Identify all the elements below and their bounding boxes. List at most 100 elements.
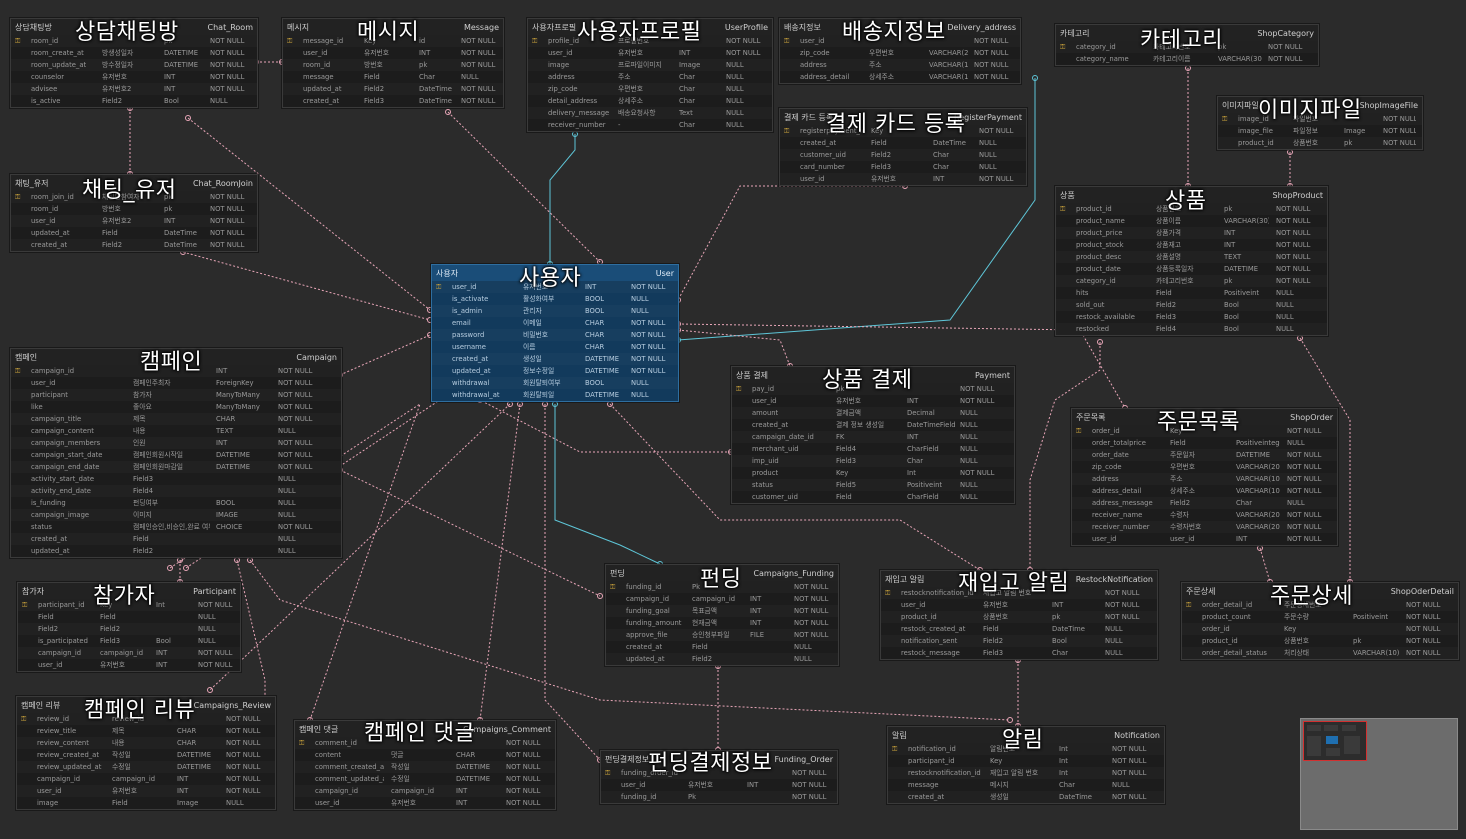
minimap[interactable] <box>1300 718 1458 830</box>
minimap-viewport[interactable] <box>1303 721 1367 761</box>
